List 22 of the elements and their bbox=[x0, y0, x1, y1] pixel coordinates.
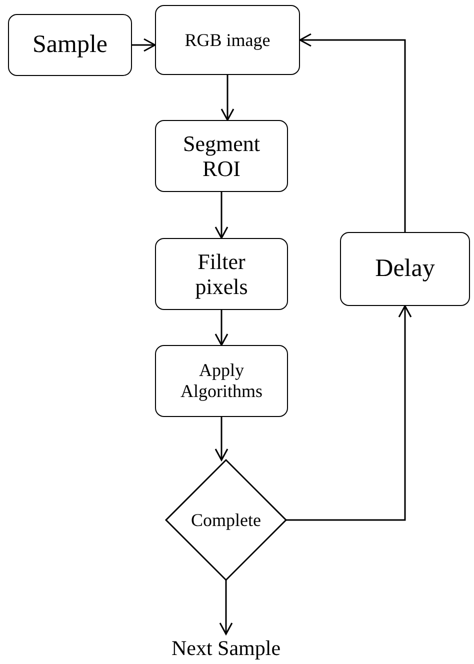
process-box bbox=[155, 345, 288, 417]
end-label: Next Sample bbox=[171, 636, 281, 660]
step-label: Delay bbox=[375, 254, 435, 284]
arrow bbox=[214, 417, 228, 461]
process-box bbox=[8, 14, 132, 76]
step-label: Sample bbox=[32, 30, 108, 60]
decision-label: Complete bbox=[191, 510, 261, 530]
process-box bbox=[155, 120, 288, 192]
process-box bbox=[155, 238, 288, 310]
step-label: RGB image bbox=[184, 30, 270, 50]
process-box bbox=[340, 232, 470, 306]
arrow bbox=[214, 310, 228, 346]
process-box bbox=[155, 5, 300, 75]
arrow bbox=[214, 192, 228, 239]
arrow bbox=[219, 580, 233, 635]
arrow bbox=[299, 33, 406, 232]
arrow bbox=[132, 38, 156, 52]
arrow bbox=[286, 305, 412, 521]
step-label: Apply Algorithms bbox=[179, 360, 264, 402]
step-label: Filter pixels bbox=[194, 248, 249, 300]
arrow bbox=[220, 75, 234, 121]
step-label: Segment ROI bbox=[182, 130, 261, 182]
